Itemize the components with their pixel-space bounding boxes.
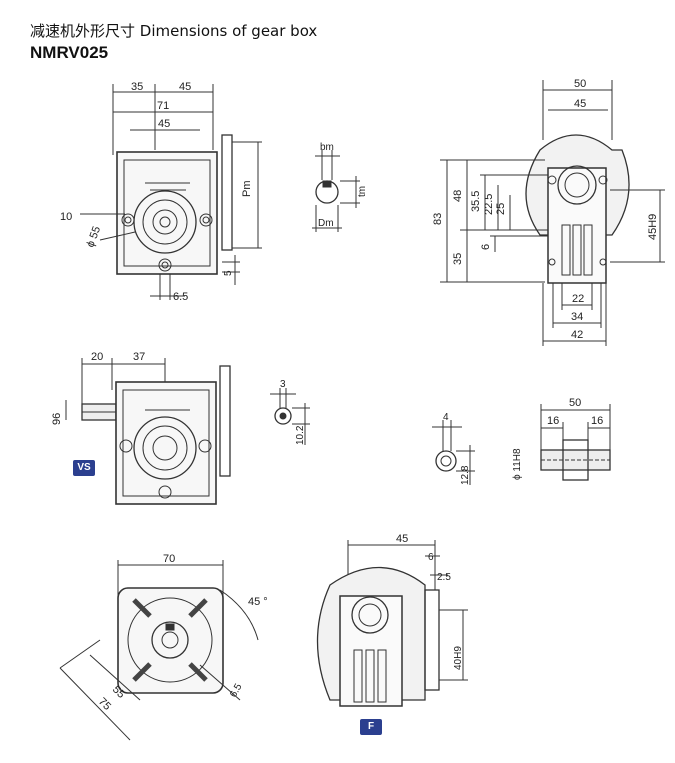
dim-75: 75: [96, 696, 113, 713]
dim-35: 35: [452, 253, 464, 265]
dim-2-5-f: 2.5: [437, 572, 451, 583]
hollow-shaft-side: 50 16 16 ϕ 11H8: [512, 397, 611, 481]
dim-45-degree: 45 °: [248, 596, 268, 608]
dim-45-inner: 45: [158, 118, 170, 130]
dim-45: 45: [574, 98, 586, 110]
dim-6: 6: [480, 244, 492, 250]
dim-83: 83: [432, 213, 444, 225]
dim-48: 48: [452, 190, 464, 202]
dim-34: 34: [571, 311, 583, 323]
dim-3: 3: [280, 379, 286, 390]
dim-6-5: 6.5: [173, 291, 188, 303]
vs-badge: VS: [73, 460, 95, 476]
f-view: 45 6 2.5 40H9: [316, 533, 468, 707]
dim-96: 96: [51, 413, 63, 425]
dim-bm: bm: [320, 142, 334, 153]
dim-tm: tm: [357, 186, 368, 197]
page-title: 减速机外形尺寸 Dimensions of gear box: [30, 22, 318, 40]
dim-50: 50: [574, 78, 586, 90]
flange-view: 70 45 ° 55 75 6.5: [59, 553, 268, 741]
dim-pm: Pm: [241, 181, 253, 198]
dim-37: 37: [133, 351, 145, 363]
front-view: 35 45 71 45 Pm 10 ϕ 55 6.5: [60, 81, 262, 303]
dim-4: 4: [443, 412, 449, 423]
side-view: 50 45 83 48 35.5 22.5 25 35 6: [432, 78, 665, 346]
vs-shaft-section: 3 10.2: [270, 379, 310, 445]
model-code: NMRV025: [30, 43, 109, 62]
dim-42: 42: [571, 329, 583, 341]
dim-50-shaft: 50: [569, 397, 581, 409]
dim-71: 71: [157, 100, 169, 112]
dim-6-f: 6: [428, 552, 434, 563]
dim-11h8: ϕ 11H8: [512, 448, 523, 480]
dim-22-5: 22.5: [483, 194, 495, 215]
dim-16-left: 16: [547, 415, 559, 427]
dim-dia-55: ϕ 55: [85, 225, 104, 249]
dim-dm: Dm: [318, 218, 334, 229]
dim-22: 22: [572, 293, 584, 305]
dim-20: 20: [91, 351, 103, 363]
dim-10: 10: [60, 211, 72, 223]
f-badge: F: [360, 719, 382, 735]
dim-45-f: 45: [396, 533, 408, 545]
dim-35-5: 35.5: [470, 191, 482, 212]
dim-10-2: 10.2: [295, 425, 306, 445]
dim-70: 70: [163, 553, 175, 565]
dim-40h9: 40H9: [453, 646, 464, 670]
dim-45h9: 45H9: [647, 214, 659, 240]
header: 减速机外形尺寸 Dimensions of gear box NMRV025: [30, 20, 317, 63]
hollow-shaft-section: 4 12.8: [432, 412, 475, 485]
dim-6-5-flange: 6.5: [228, 682, 245, 700]
dim-5: 5: [223, 270, 234, 276]
dim-25: 25: [495, 203, 507, 215]
vs-view: 20 37 96: [51, 351, 231, 505]
dim-45-top: 45: [179, 81, 191, 93]
dim-35: 35: [131, 81, 143, 93]
key-section: bm tm Dm: [312, 142, 368, 232]
dim-16-right: 16: [591, 415, 603, 427]
dim-12-8: 12.8: [460, 465, 471, 485]
